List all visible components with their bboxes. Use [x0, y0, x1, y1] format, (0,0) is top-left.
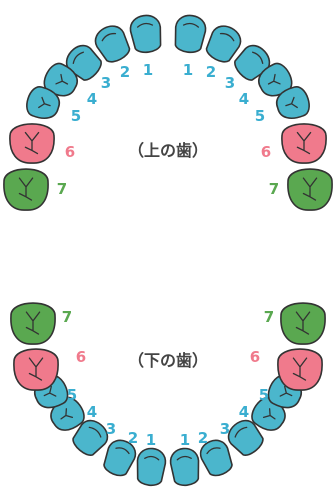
lower-left-tooth-3	[72, 419, 109, 456]
lower-right-number-6: 6	[250, 348, 260, 366]
upper-left-number-1: 1	[143, 61, 153, 79]
lower-right-number-3: 3	[220, 420, 230, 438]
upper-right-tooth-5	[276, 86, 310, 119]
upper-left-number-5: 5	[71, 107, 81, 125]
lower-left-number-3: 3	[106, 420, 116, 438]
upper-left-number-2: 2	[120, 63, 130, 81]
lower-right-tooth-7	[280, 302, 326, 345]
upper-left-tooth-5	[26, 86, 60, 119]
upper-right-number-5: 5	[255, 107, 265, 125]
lower-right-tooth-3	[227, 419, 264, 456]
lower-left-number-2: 2	[128, 429, 138, 447]
upper-left-tooth-7	[3, 168, 49, 211]
upper-teeth-title: （上の歯）	[128, 141, 208, 160]
upper-left-tooth-4	[43, 62, 78, 97]
upper-right-tooth-7	[287, 168, 333, 211]
lower-left-tooth-7	[10, 302, 56, 345]
upper-right-number-1: 1	[183, 61, 193, 79]
upper-right-tooth-4	[258, 62, 293, 97]
lower-left-number-6: 6	[76, 348, 86, 366]
lower-right-number-1: 1	[180, 431, 190, 449]
lower-left-number-1: 1	[146, 431, 156, 449]
lower-right-number-7: 7	[264, 308, 274, 326]
lower-left-number-7: 7	[62, 308, 72, 326]
lower-left-number-4: 4	[87, 403, 97, 421]
upper-left-number-6: 6	[65, 143, 75, 161]
lower-teeth-title: （下の歯）	[128, 351, 208, 370]
lower-right-tooth-6	[277, 348, 323, 391]
upper-right-number-4: 4	[239, 90, 249, 108]
upper-right-number-7: 7	[269, 180, 279, 198]
lower-right-tooth-2	[199, 439, 233, 477]
lower-left-tooth-6	[13, 348, 59, 391]
lower-right-number-2: 2	[198, 429, 208, 447]
upper-left-number-3: 3	[101, 74, 111, 92]
upper-left-number-7: 7	[57, 180, 67, 198]
lower-right-number-4: 4	[239, 403, 249, 421]
lower-left-tooth-1	[136, 447, 167, 487]
upper-right-tooth-2	[205, 25, 242, 63]
upper-right-number-3: 3	[225, 74, 235, 92]
upper-right-number-6: 6	[261, 143, 271, 161]
upper-right-number-2: 2	[206, 63, 216, 81]
upper-left-tooth-2	[94, 25, 131, 63]
upper-right-tooth-1	[174, 14, 207, 54]
upper-left-tooth-6	[9, 123, 55, 164]
lower-right-number-5: 5	[259, 386, 269, 404]
lower-left-number-5: 5	[67, 386, 77, 404]
upper-left-tooth-1	[129, 14, 162, 54]
upper-left-tooth-3	[65, 45, 102, 81]
lower-left-tooth-2	[103, 439, 137, 477]
upper-left-number-4: 4	[87, 90, 97, 108]
upper-right-tooth-6	[281, 123, 327, 164]
teeth-layer	[3, 14, 333, 487]
lower-right-tooth-1	[169, 447, 200, 487]
upper-right-tooth-3	[234, 45, 271, 81]
